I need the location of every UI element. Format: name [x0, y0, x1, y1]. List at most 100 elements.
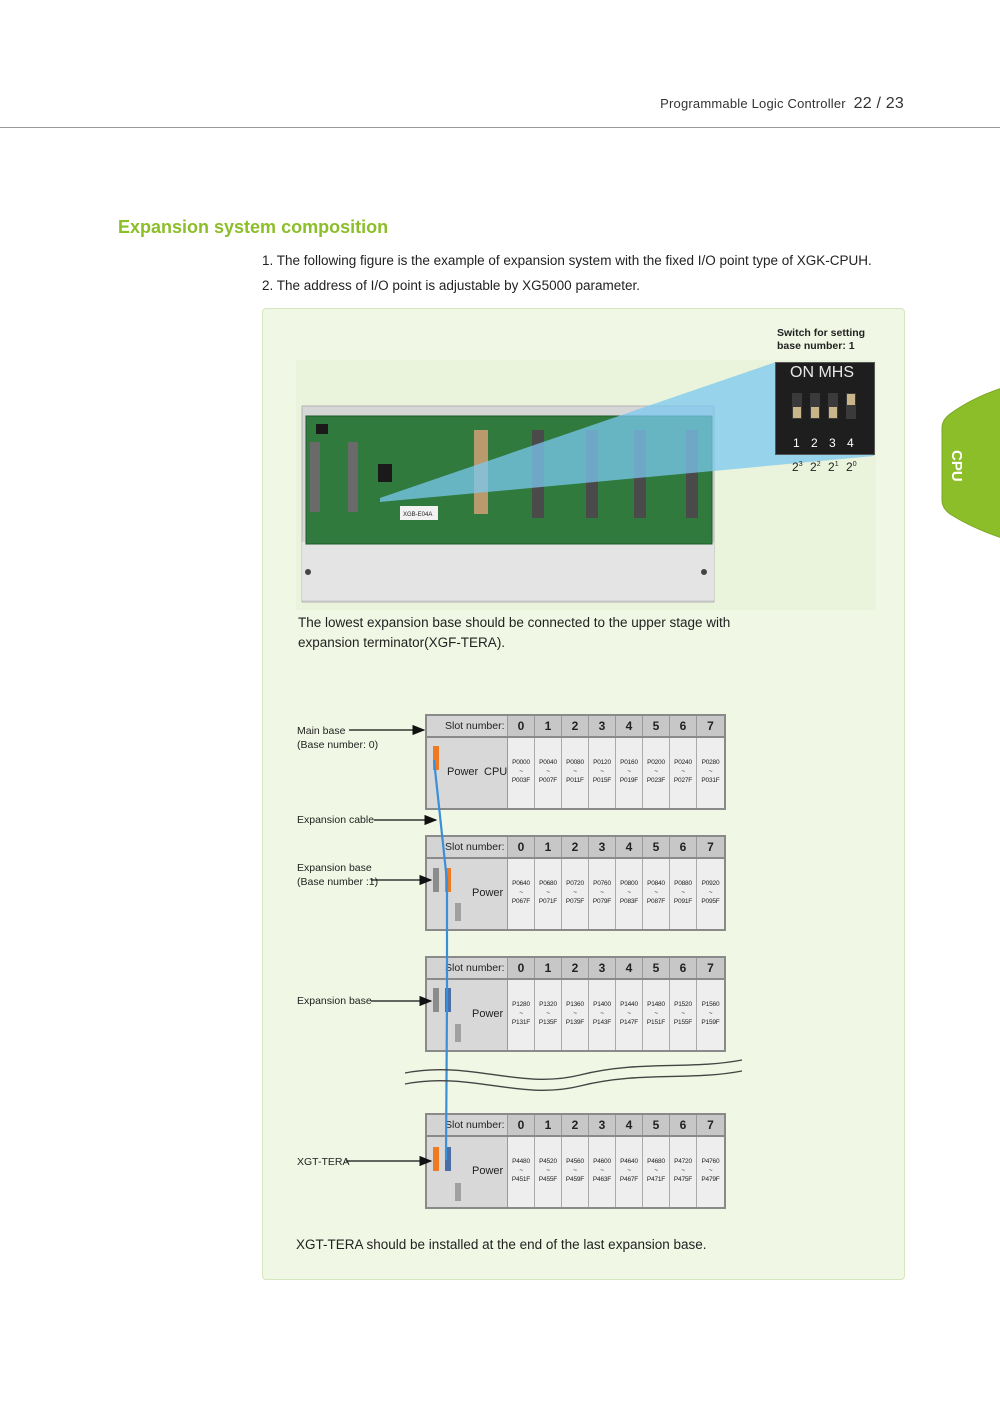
io-slot: P4600~P463F	[589, 1137, 616, 1207]
io-slot: P0800~P083F	[616, 859, 643, 929]
intro-item-1: 1. The following figure is the example o…	[262, 253, 872, 268]
io-slot: P0000~P003F	[508, 738, 535, 808]
slot-number: 2	[562, 958, 589, 978]
io-slot: P0840~P087F	[643, 859, 670, 929]
expansion-connector	[445, 1147, 451, 1171]
slot-number-label: Slot number:	[427, 1115, 508, 1135]
slot-number: 3	[589, 1115, 616, 1135]
slot-number: 2	[562, 837, 589, 857]
io-slot: P1520~P155F	[670, 980, 697, 1050]
bottom-note: XGT-TERA should be installed at the end …	[296, 1237, 707, 1252]
expansion-base-photo: XGB-E04A	[296, 360, 876, 610]
slot-number: 3	[589, 837, 616, 857]
expansion-connector-in	[433, 988, 439, 1012]
slot-number: 7	[697, 837, 724, 857]
expansion-base-2: Slot number: 0 1 2 3 4 5 6 7 Power P1280…	[425, 956, 726, 1052]
io-slot: P1560~P159F	[697, 980, 724, 1050]
slot-number: 7	[697, 1115, 724, 1135]
switch-on-text: ON MHS	[790, 364, 854, 381]
io-slot: P0680~P071F	[535, 859, 562, 929]
base-body: Power CPU P0000~P003F P0040~P007F P0080~…	[427, 738, 724, 808]
slot-header: Slot number: 0 1 2 3 4 5 6 7	[427, 837, 724, 859]
switch-number-3: 3	[829, 436, 836, 450]
switch-number-2: 2	[811, 436, 818, 450]
label-expansion-base-1: Expansion base (Base number :1)	[297, 862, 379, 888]
page-number: 22 / 23	[853, 95, 904, 112]
io-slot: P0280~P031F	[697, 738, 724, 808]
io-slot: P4760~P479F	[697, 1137, 724, 1207]
slot-number: 1	[535, 958, 562, 978]
io-slot: P0120~P015F	[589, 738, 616, 808]
side-tab-label: CPU	[948, 450, 965, 482]
io-slot: P4680~P471F	[643, 1137, 670, 1207]
io-slot: P0240~P027F	[670, 738, 697, 808]
slot-number: 5	[643, 716, 670, 736]
expansion-connector-out	[445, 988, 451, 1012]
slot-number: 6	[670, 716, 697, 736]
base-body: Power P4480~P451F P4520~P455F P4560~P459…	[427, 1137, 724, 1207]
label-xgt-tera: XGT-TERA	[297, 1156, 350, 1168]
slot-number: 2	[562, 716, 589, 736]
io-slot: P0640~P067F	[508, 859, 535, 929]
slot-number: 4	[616, 958, 643, 978]
cpu-side-tab[interactable]: CPU	[940, 388, 1000, 538]
power-label: Power	[472, 1008, 504, 1020]
header-title: Programmable Logic Controller	[660, 96, 846, 111]
power-2-3: 23	[792, 460, 803, 474]
switch-label: Switch for setting base number: 1	[777, 327, 866, 352]
slot-number-label: Slot number:	[427, 958, 508, 978]
power-2-1: 21	[828, 460, 839, 474]
slot-number-label: Slot number:	[427, 837, 508, 857]
main-base: Slot number: 0 1 2 3 4 5 6 7 Power CPU P…	[425, 714, 726, 810]
photo-note-line-1: The lowest expansion base should be conn…	[298, 615, 731, 630]
label-main-base: Main base (Base number: 0)	[297, 725, 379, 751]
power-label: Power	[472, 887, 504, 899]
power-2-2: 22	[810, 460, 821, 474]
last-expansion-base: Slot number: 0 1 2 3 4 5 6 7 Power P4480…	[425, 1113, 726, 1209]
power-label: Power	[472, 1165, 504, 1177]
slot-number: 1	[535, 1115, 562, 1135]
slot-number: 0	[508, 716, 535, 736]
xgt-tera-terminator	[433, 1147, 439, 1171]
label-expansion-base-2: Expansion base	[297, 995, 372, 1007]
io-slot: P0920~P095F	[697, 859, 724, 929]
power-2-0: 20	[846, 460, 857, 474]
io-slot: P1360~P139F	[562, 980, 589, 1050]
slot-header: Slot number: 0 1 2 3 4 5 6 7	[427, 716, 724, 738]
slot-number: 2	[562, 1115, 589, 1135]
power-module: Power	[427, 980, 508, 1050]
slot-number-label: Slot number:	[427, 716, 508, 736]
slot-number: 7	[697, 958, 724, 978]
dip-switch-3[interactable]	[828, 393, 838, 419]
page-header: Programmable Logic Controller 22 / 23	[660, 95, 904, 113]
slot-number: 3	[589, 716, 616, 736]
base-body: Power P0640~P067F P0680~P071F P0720~P075…	[427, 859, 724, 929]
io-slot: P1480~P151F	[643, 980, 670, 1050]
board-model-label: XGB-E04A	[403, 512, 432, 518]
io-slot: P1320~P135F	[535, 980, 562, 1050]
io-slot: P1400~P143F	[589, 980, 616, 1050]
io-slot: P0160~P019F	[616, 738, 643, 808]
expansion-base-1: Slot number: 0 1 2 3 4 5 6 7 Power P0640…	[425, 835, 726, 931]
switch-number-4: 4	[847, 436, 854, 450]
io-slot: P0720~P075F	[562, 859, 589, 929]
dip-switch-4[interactable]	[846, 393, 856, 419]
slot-number: 0	[508, 1115, 535, 1135]
io-slot: P4480~P451F	[508, 1137, 535, 1207]
expansion-connector-out	[445, 868, 451, 892]
slot-number: 5	[643, 1115, 670, 1135]
dip-switch-1[interactable]	[792, 393, 802, 419]
slot-number: 4	[616, 1115, 643, 1135]
slot-header: Slot number: 0 1 2 3 4 5 6 7	[427, 1115, 724, 1137]
dip-switch-2[interactable]	[810, 393, 820, 419]
io-slot: P0880~P091F	[670, 859, 697, 929]
power-cpu-module: Power CPU	[427, 738, 508, 808]
io-slot: P0040~P007F	[535, 738, 562, 808]
io-slot: P1280~P131F	[508, 980, 535, 1050]
expansion-connector	[433, 746, 439, 770]
slot-number: 3	[589, 958, 616, 978]
slot-number: 5	[643, 958, 670, 978]
slot-number: 1	[535, 837, 562, 857]
section-title: Expansion system composition	[118, 217, 389, 237]
io-slot: P4520~P455F	[535, 1137, 562, 1207]
